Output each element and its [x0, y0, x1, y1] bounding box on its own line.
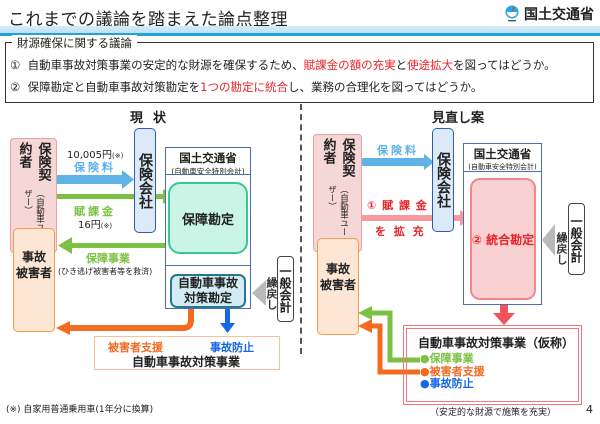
proposal-policy-holder-box	[313, 134, 362, 252]
header-rule	[0, 33, 600, 36]
issue-emphasis: 賦課金の額の充実	[303, 58, 396, 72]
accident-program-box	[94, 336, 280, 370]
accident-account-box: 自動車事故 対策勘定	[170, 274, 246, 308]
issue-box-title: 財源確保に関する議論	[12, 35, 137, 51]
policy-holder-sublabel: （自動車ユーザー）	[22, 189, 45, 241]
mlit-title: 国土交通省	[179, 151, 237, 165]
proposal-levy-expand-label: を 拡 充	[375, 225, 426, 238]
proposal-policy-holder-label: 保険契約者	[320, 138, 355, 177]
proposal-general-account-box: 一般会計	[568, 203, 585, 275]
guarantee-business-note: (ひき逃げ被害者等を救済)	[58, 267, 153, 276]
insurance-company-label: 保険会社	[137, 152, 153, 209]
program-item-victim-support: ●被害者支援	[420, 364, 485, 379]
proposal-policy-holder-label-group: 保険契約者 （自動車ユーザー）	[315, 138, 360, 238]
guarantee-account-box: 保障勘定	[168, 182, 248, 254]
mlit-logo-icon	[505, 5, 519, 22]
guarantee-business-label: 保障事業	[86, 252, 130, 265]
proposal-victim-box: 事故 被害者	[317, 238, 359, 335]
program-item-label: 保障事業	[429, 352, 474, 365]
premium-note: (※)	[112, 152, 124, 160]
proposal-program-title: 自動車事故対策事業（仮称）	[418, 336, 575, 350]
issue-emphasis: 1つの勘定に統合	[200, 80, 288, 94]
victim-label-line2: 被害者	[15, 266, 52, 280]
premium-label: 保険料	[74, 161, 116, 174]
page-title: これまでの議論を踏まえた論点整理	[8, 10, 288, 30]
insurance-company-box: 保険会社	[134, 128, 156, 233]
issue-item-1: ① 自動車事故対策事業の安定的な財源を確保するため、賦課金の額の充実と使途拡大を…	[10, 57, 556, 73]
accident-account-line1: 自動車事故	[177, 276, 238, 290]
victim-label-line1: 事故	[21, 250, 46, 264]
guarantee-account-label: 保障勘定	[181, 212, 234, 228]
bullet-icon: ●	[420, 364, 430, 378]
victim-support-arrow	[56, 305, 194, 335]
proposal-general-account-label: 一般会計	[569, 215, 583, 263]
premium-amount: 10,005円(※)	[67, 146, 123, 161]
ministry-logo: 国土交通省	[504, 4, 594, 24]
victim-support-label: 被害者支援	[108, 341, 163, 354]
proposal-policy-holder-sublabel: （自動車ユーザー）	[326, 185, 349, 237]
proposal-victim-label-line2: 被害者	[319, 277, 356, 292]
levy-arrow	[57, 189, 175, 204]
policy-holder-label: 保険契約者	[16, 142, 51, 181]
levy-note: (※)	[100, 222, 113, 230]
page-number: 4	[586, 403, 593, 416]
program-item-label: 被害者支援	[429, 364, 485, 378]
program-item-guarantee: ●保障事業	[420, 352, 485, 366]
premium-amount-value: 10,005円	[67, 150, 112, 161]
issue-text: 自動車事故対策事業の安定的な財源を確保するため、	[27, 58, 304, 72]
program-item-prevention: ●事故防止	[420, 377, 485, 391]
current-state-title: 現状	[130, 111, 177, 126]
proposal-program-box	[403, 325, 582, 405]
proposal-return-label: 繰戻し	[555, 231, 568, 265]
issue-number: ②	[10, 80, 21, 94]
levy-label: 賦課金	[74, 205, 116, 218]
proposal-insurance-company-box: 保険会社	[432, 128, 454, 232]
policy-holder-label-group: 保険契約者 （自動車ユーザー）	[12, 142, 55, 242]
mlit-header: 国土交通省 (自動車安全特別会計)	[165, 150, 251, 177]
issue-text: 保障勘定と自動車事故対策勘定を	[27, 80, 201, 94]
issue-text: と	[395, 58, 408, 72]
program-item-label: 事故防止	[429, 377, 474, 390]
issue-emphasis: 使途拡大	[407, 58, 454, 72]
mlit-header-rule	[165, 174, 251, 175]
levy-amount-value: 16円	[78, 220, 101, 231]
accident-program-label: 自動車事故対策事業	[132, 355, 241, 369]
issue-number: ①	[10, 58, 21, 72]
accident-prevention-arrow	[220, 305, 235, 333]
proposal-mlit-header: 国土交通省 (自動車安全特別会計)	[463, 146, 542, 172]
accident-prevention-label: 事故防止	[210, 341, 254, 354]
footnote: (※) 自家用普通乗用車(1年分に換算)	[6, 405, 154, 415]
integrated-account-box: ② 統合勘定	[470, 178, 536, 300]
proposal-victim-label-line1: 事故	[325, 261, 350, 276]
proposal-mlit-subtitle: (自動車安全特別会計)	[468, 163, 537, 171]
proposal-title: 見直し案	[432, 111, 485, 126]
proposal-mlit-header-rule	[463, 171, 542, 172]
issue-box	[5, 42, 594, 103]
victim-box: 事故 被害者	[13, 228, 55, 332]
issue-text: を図ってはどうか。	[453, 58, 556, 72]
header-band	[0, 26, 600, 33]
integrated-to-program-arrow	[493, 305, 515, 325]
proposal-premium-label: 保険料	[377, 144, 419, 157]
bullet-icon: ●	[420, 352, 430, 365]
levy-amount: 16円(※)	[78, 216, 112, 231]
ministry-name: 国土交通省	[524, 7, 594, 23]
proposal-mlit-title: 国土交通省	[473, 147, 532, 161]
mlit-account-divider	[165, 265, 251, 266]
proposal-levy-label: ① 賦 課 金	[367, 199, 428, 212]
bullet-icon: ●	[420, 377, 430, 390]
issue-text: し、業務の合理化を図ってはどうか。	[287, 80, 483, 94]
return-label: 繰戻し	[265, 276, 278, 310]
proposal-insurance-company-label: 保険会社	[435, 152, 451, 208]
general-account-label: 一般会計	[278, 265, 292, 313]
accident-account-line2: 対策勘定	[183, 291, 232, 305]
general-account-box: 一般会計	[277, 256, 294, 322]
issue-item-2: ② 保障勘定と自動車事故対策勘定を1つの勘定に統合し、業務の合理化を図ってはどう…	[10, 79, 482, 95]
integrated-account-label: ② 統合勘定	[471, 232, 535, 247]
mlit-subtitle: (自動車安全特別会計)	[171, 167, 245, 176]
proposal-program-list: ●保障事業 ●被害者支援 ●事故防止	[420, 352, 485, 391]
section-divider	[300, 104, 302, 354]
proposal-program-note: （安定的な財源で施策を充実）	[430, 408, 557, 418]
